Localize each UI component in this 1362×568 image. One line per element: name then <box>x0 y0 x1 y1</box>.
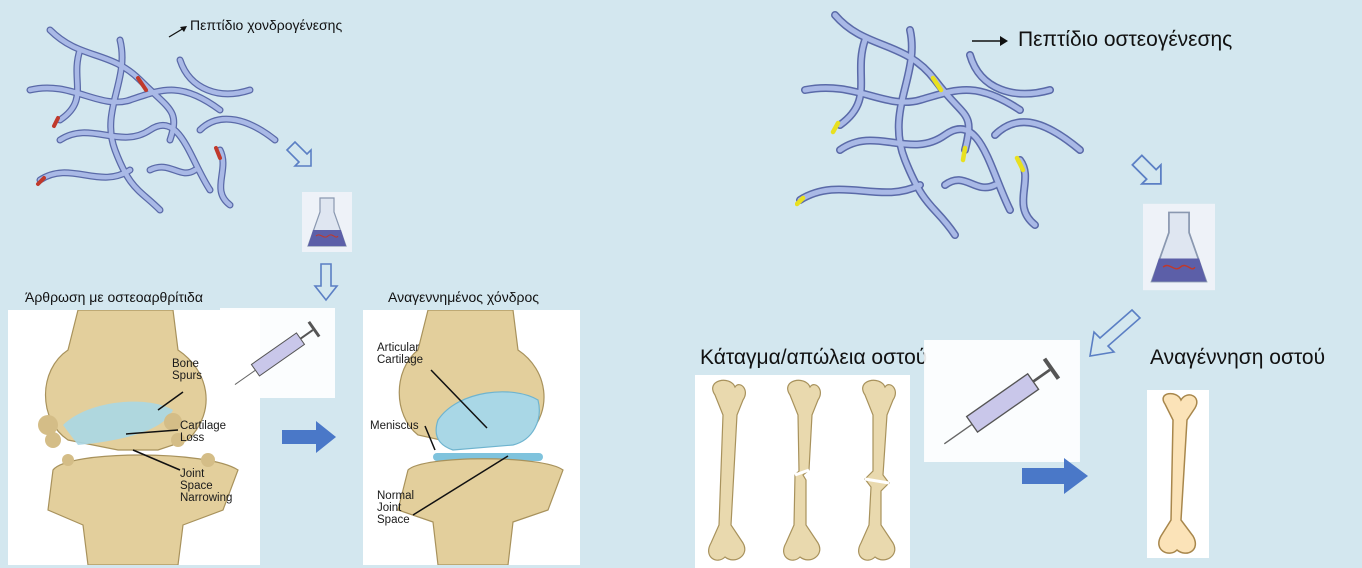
syringe-icon-right <box>922 340 1082 462</box>
osteo-label-arrow <box>970 35 1010 47</box>
flask-icon-right <box>1143 203 1215 291</box>
syringe-icon <box>220 308 335 398</box>
chondro-peptide-network <box>20 20 290 220</box>
bone-spurs-label: Bone Spurs <box>172 358 202 382</box>
hollow-arrow-icon-right <box>1130 153 1168 191</box>
cartilage-loss-label: Cartilage Loss <box>180 420 226 444</box>
bone-regeneration-title: Αναγέννηση οστού <box>1150 346 1325 370</box>
fractured-bones-image <box>695 375 910 568</box>
articular-cartilage-label: Articular Cartilage <box>377 342 423 366</box>
normal-joint-space-label: Normal Joint Space <box>377 490 414 526</box>
osteo-peptide-label: Πεπτίδιο οστεογένεσης <box>1018 28 1232 52</box>
block-arrow-icon <box>282 421 336 453</box>
flask-icon <box>302 192 352 252</box>
hollow-down-left-arrow-icon <box>1086 308 1142 358</box>
hollow-down-arrow-icon <box>313 262 339 302</box>
osteoarthritis-title: Άρθρωση με οστεοαρθρίτιδα <box>25 289 203 305</box>
chondro-label-arrow <box>167 24 189 40</box>
chondro-peptide-label: Πεπτίδιο χονδρογένεσης <box>190 17 342 33</box>
joint-space-narrowing-label: Joint Space Narrowing <box>180 468 232 504</box>
hollow-arrow-icon <box>285 140 317 172</box>
fracture-title: Κάταγμα/απώλεια οστού <box>700 346 927 370</box>
block-arrow-icon-right <box>1022 458 1088 494</box>
meniscus-label: Meniscus <box>370 420 419 432</box>
healthy-bone-image <box>1147 390 1209 558</box>
regenerated-cartilage-title: Αναγεννημένος χόνδρος <box>388 289 539 305</box>
